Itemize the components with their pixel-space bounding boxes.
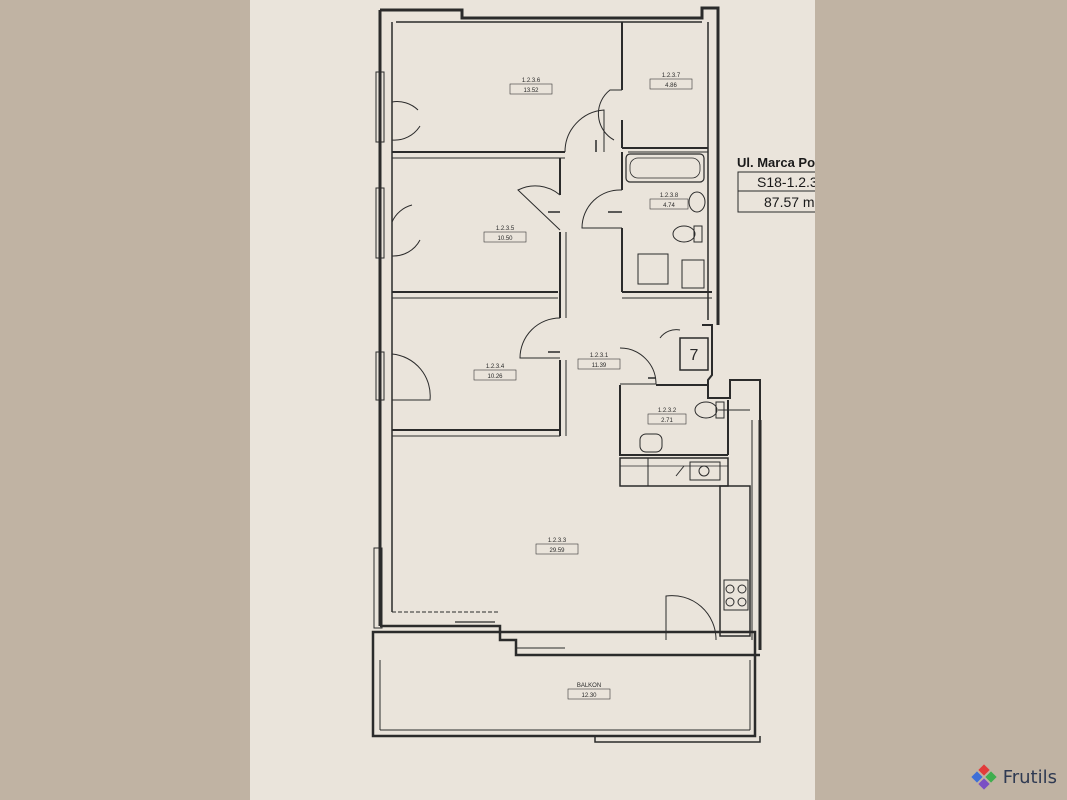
room-1232-id: 1.2.3.2 [658,408,677,414]
sink-1232 [639,433,663,453]
cooktop [723,579,749,611]
door-swing-wc [619,347,657,385]
balkon-id: BALKON [577,683,601,689]
balkon-area: 12.30 [581,693,597,699]
room-1231-area: 11.39 [592,363,607,369]
background-right [815,0,1067,800]
room-1237-area: 4.86 [665,83,677,89]
door-swing-1238 [581,189,623,229]
outer-wall [380,6,720,325]
door-swing-1237 [597,89,622,141]
door-swing-1235 [517,185,561,231]
room-1235-id: 1.2.3.5 [496,226,515,232]
window-1235 [375,187,385,259]
room-1234-id: 1.2.3.4 [486,364,505,370]
sink-1238 [688,191,706,213]
window-1233 [373,547,383,629]
toilet-1238 [672,225,696,243]
brand-logo-icon [971,764,997,790]
room-1232-area: 2.71 [661,418,673,424]
room-1233-area: 29.59 [549,548,565,554]
door-swing-1234 [391,353,431,401]
street-name: Ul. Marca Polo [737,155,827,170]
shower-1238 [637,253,669,285]
stair-box [679,337,709,371]
balkon-outline [371,630,757,738]
paper-sheet [250,0,815,800]
room-1235-area: 10.50 [497,236,513,242]
unit-area: 87.57 m [764,194,815,210]
brand-name: Frutils [1002,766,1057,788]
toilet-1232 [694,401,718,419]
room-1233-id: 1.2.3.3 [548,538,567,544]
door-swing-1235a [391,190,413,223]
room-1236-id: 1.2.3.6 [522,78,541,84]
bathtub [625,153,705,183]
unit-code: S18-1.2.3 [757,174,818,190]
kitchen-counter [619,457,729,487]
door-swing-entry [665,595,717,641]
room-1238-area: 4.74 [663,203,675,209]
kitchen-side-counter [719,485,751,637]
room-1237-id: 1.2.3.7 [662,73,681,79]
door-swing-1236a [391,72,419,111]
brand-watermark: Frutils [971,764,1057,790]
window-1236 [375,71,385,143]
room-1231-id: 1.2.3.1 [590,353,609,359]
door-swing-1234b [519,317,561,359]
door-swing-1236 [564,109,605,153]
stair-number: 7 [690,347,699,364]
room-1238-id: 1.2.3.8 [660,193,679,199]
window-1234 [375,351,385,401]
room-1234-area: 10.26 [487,374,503,380]
room-1236-area: 13.52 [523,88,539,94]
